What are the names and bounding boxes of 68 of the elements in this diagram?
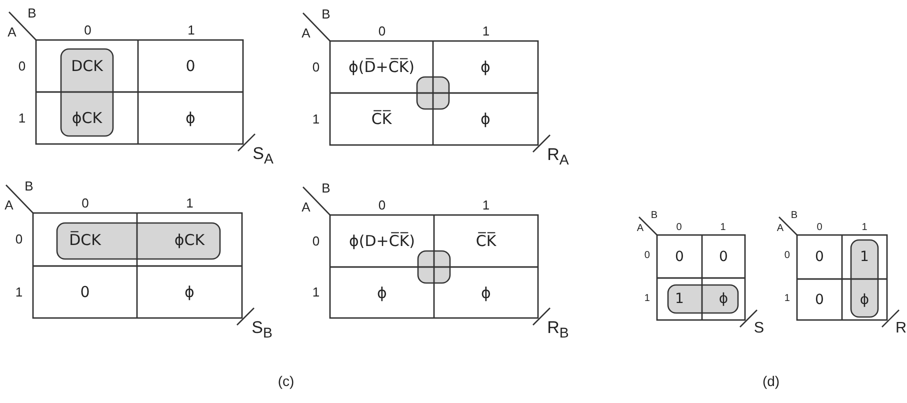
cell-entry: 0 <box>657 235 702 278</box>
variable-label: B <box>28 6 36 20</box>
cell-entry: 0 <box>797 279 842 320</box>
cell-entry: ϕ <box>137 266 242 318</box>
column-header: 1 <box>720 223 726 233</box>
column-header: 0 <box>378 198 386 212</box>
cell-entry: ϕ(D+C̅K̅) <box>330 215 434 267</box>
variable-label: A <box>4 198 14 212</box>
output-label: R <box>895 320 907 336</box>
column-header: 1 <box>862 223 868 233</box>
row-header: 0 <box>312 234 320 248</box>
cell-entry: DCK <box>36 40 138 92</box>
row-header: 1 <box>15 285 23 298</box>
variable-label: B <box>790 211 798 222</box>
column-header: 0 <box>82 196 89 210</box>
variable-label: A <box>776 224 784 234</box>
output-label: S$_{A}$ <box>252 145 274 167</box>
row-header: 0 <box>644 251 650 262</box>
cell-entry: 0 <box>138 40 243 92</box>
panel-caption: (c) <box>278 374 294 388</box>
cell-entry: D̅CK <box>33 213 137 266</box>
cell-entry: ϕ <box>433 93 538 145</box>
row-header: 1 <box>784 294 790 304</box>
column-header: 1 <box>482 24 490 38</box>
cell-entry: ϕ <box>138 92 243 144</box>
row-header: 1 <box>644 294 650 304</box>
variable-label: A <box>636 224 644 234</box>
row-header: 1 <box>312 286 320 299</box>
output-label: R$_{A}$ <box>547 146 569 168</box>
cell-entry: 0 <box>33 266 137 318</box>
row-header: 0 <box>18 60 26 72</box>
column-header: 0 <box>676 223 682 233</box>
row-header: 0 <box>15 232 23 246</box>
cell-entry: ϕCK <box>36 92 138 144</box>
cell-entry: ϕ <box>842 279 887 320</box>
variable-label: A <box>8 26 16 38</box>
column-header: 1 <box>482 198 490 212</box>
cell-entry: ϕ <box>434 267 538 318</box>
cell-entry: ϕ <box>702 278 745 320</box>
cell-entry: C̅K̅ <box>330 93 433 145</box>
column-header: 1 <box>186 196 194 210</box>
output-label: R$_{B}$ <box>547 319 569 341</box>
column-header: 0 <box>378 24 386 38</box>
cell-entry: ϕ(D̅+C̅K̅) <box>330 41 433 93</box>
row-header: 1 <box>312 112 320 126</box>
row-header: 0 <box>784 251 790 262</box>
cell-entry: 1 <box>657 278 702 320</box>
output-label: S$_{B}$ <box>252 319 272 341</box>
variable-label: B <box>322 182 330 194</box>
panel-caption: (d) <box>762 374 780 388</box>
column-header: 0 <box>84 24 92 36</box>
variable-label: B <box>650 211 658 222</box>
variable-label: A <box>302 200 310 214</box>
cell-entry: ϕ <box>433 41 538 93</box>
column-header: 0 <box>816 223 822 233</box>
variable-label: B <box>24 180 34 192</box>
cell-entry: 1 <box>842 235 887 279</box>
output-label: S <box>754 320 764 336</box>
variable-label: A <box>302 26 310 40</box>
row-header: 0 <box>312 60 320 74</box>
cell-entry: C̅K̅ <box>434 215 538 267</box>
variable-label: B <box>322 8 330 20</box>
cell-entry: ϕCK <box>137 213 242 266</box>
row-header: 1 <box>18 112 26 124</box>
cell-entry: 0 <box>797 235 842 279</box>
cell-entry: ϕ <box>330 267 434 318</box>
column-header: 1 <box>188 24 195 36</box>
cell-entry: 0 <box>702 235 745 278</box>
